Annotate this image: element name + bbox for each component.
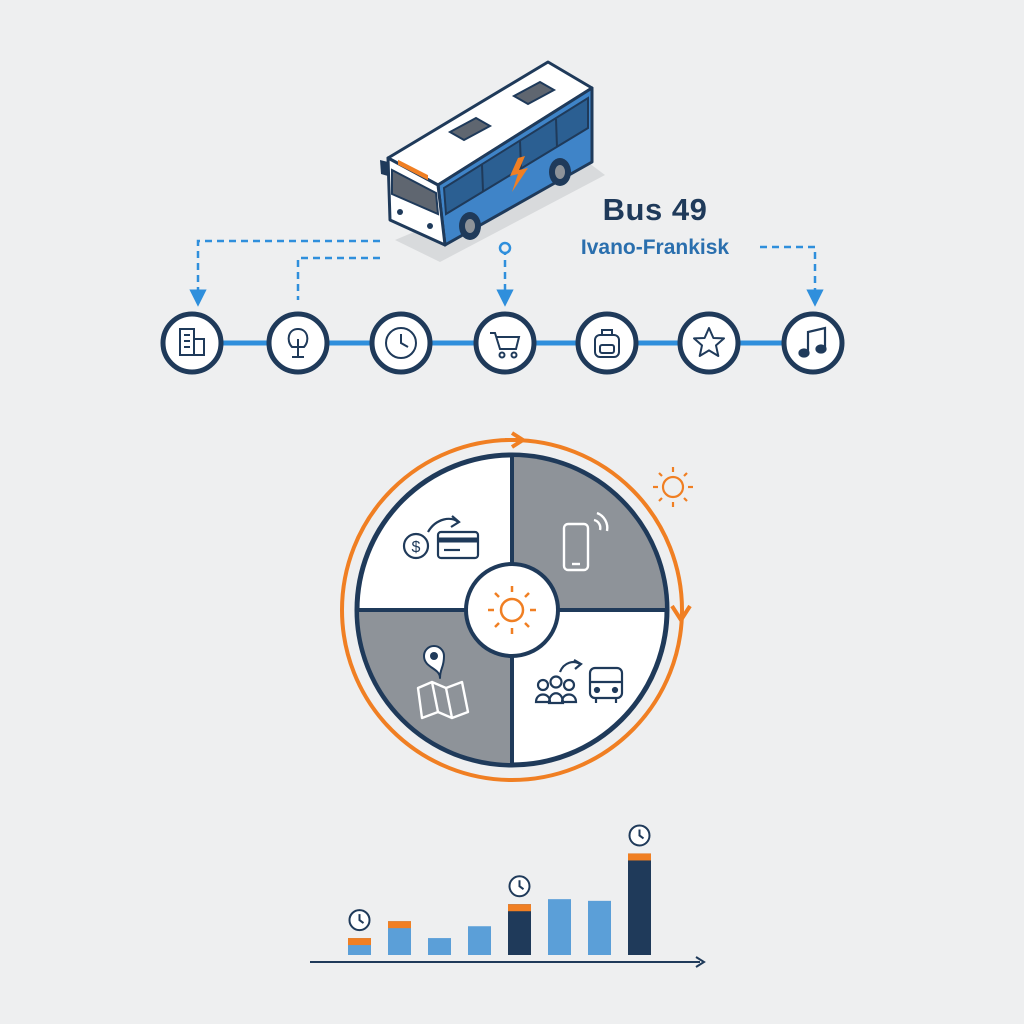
star-icon: [693, 327, 725, 357]
route-number: Bus 49: [602, 192, 708, 227]
cycle-arrow-top: [505, 431, 525, 449]
clock-icon: [348, 909, 371, 932]
backpack-icon: [594, 329, 620, 358]
bar-4: [468, 926, 491, 955]
shopping-cart-icon: [490, 332, 521, 359]
segment-map-bg: [359, 610, 512, 763]
clock-icon: [628, 824, 651, 847]
route-city: Ivano-Frankisk: [580, 236, 730, 259]
bar-cap-1: [348, 938, 371, 946]
route-title-block: Bus 49 Ivano-Frankisk: [540, 192, 770, 260]
stop-building[interactable]: [160, 311, 224, 375]
bar-cap-2: [388, 921, 411, 929]
tree-icon: [287, 327, 309, 358]
stop-schedule[interactable]: [369, 311, 433, 375]
bar-8: [628, 853, 651, 955]
x-axis-arrow: [695, 956, 706, 968]
clock-icon: [508, 875, 531, 898]
bar-2: [388, 921, 411, 955]
music-note-icon: [798, 326, 827, 358]
ridership-bar-chart: [310, 824, 706, 968]
building-icon: [179, 328, 205, 356]
payment-card-icon: $: [402, 515, 480, 560]
people-to-bus-icon: [534, 659, 624, 705]
stop-park[interactable]: [266, 311, 330, 375]
smartphone-icon: [562, 511, 609, 572]
bar-7: [588, 900, 611, 955]
bar-3: [428, 938, 451, 955]
route-connectors: [189, 239, 824, 307]
sun-icon: [488, 586, 536, 634]
svg-text:$: $: [412, 539, 421, 556]
stop-attraction[interactable]: [677, 311, 741, 375]
cycle-center: [464, 562, 560, 658]
sun-icon: [653, 467, 693, 507]
electric-bus-icon: [380, 60, 605, 262]
connector-node: [498, 241, 512, 255]
map-pin-icon: [416, 645, 470, 720]
service-cycle-diagram: $: [340, 431, 693, 782]
stop-school[interactable]: [575, 311, 639, 375]
clock-icon: [385, 327, 417, 359]
cycle-arrow-right: [670, 604, 692, 622]
bar-6: [548, 899, 571, 955]
bar-cap-5: [508, 904, 531, 912]
stop-shopping[interactable]: [473, 311, 537, 375]
route-stops: [160, 311, 845, 375]
stop-music[interactable]: [781, 311, 845, 375]
bar-cap-8: [628, 853, 651, 861]
bar-5: [508, 904, 531, 955]
